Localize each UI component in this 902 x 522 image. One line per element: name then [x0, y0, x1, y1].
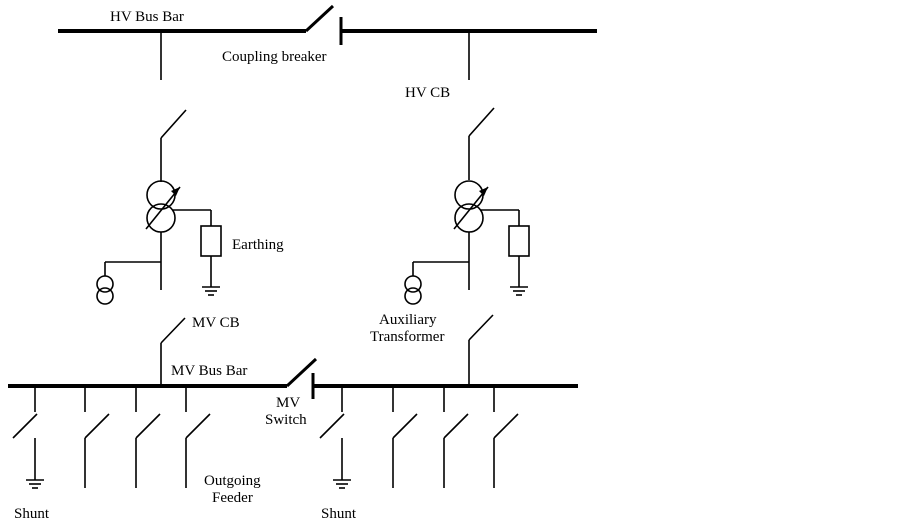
right-bay — [404, 31, 530, 386]
right-outgoing-feeder-2 — [443, 386, 469, 488]
coupling-breaker — [304, 4, 343, 45]
right-hv-cb — [468, 107, 495, 137]
left-power-transformer — [145, 180, 181, 233]
label-feeder: Feeder — [212, 490, 253, 506]
left-hv-cb — [160, 109, 187, 139]
left-earthing — [172, 209, 222, 296]
right-mv-cb — [468, 314, 494, 341]
label-mv: MV — [276, 395, 300, 411]
left-outgoing-feeder-1 — [84, 386, 110, 488]
right-shunt-feeder — [319, 386, 351, 489]
left-mv-cb — [160, 317, 186, 344]
right-outgoing-feeder-3 — [493, 386, 519, 488]
label-coupling-breaker: Coupling breaker — [222, 49, 327, 65]
label-shunt-left: Shunt — [14, 506, 50, 522]
right-outgoing-feeder-1 — [392, 386, 418, 488]
left-auxiliary-transformer — [96, 261, 161, 305]
left-outgoing-feeder-3 — [185, 386, 211, 488]
right-feeders — [319, 386, 519, 489]
label-shunt-right: Shunt — [321, 506, 357, 522]
left-bay — [96, 31, 222, 386]
label-transformer: Transformer — [370, 329, 444, 345]
label-mv-bus-bar: MV Bus Bar — [171, 363, 247, 379]
left-feeders — [12, 386, 211, 489]
label-hv-bus-bar: HV Bus Bar — [110, 9, 184, 25]
label-mv-cb: MV CB — [192, 315, 240, 331]
label-earthing: Earthing — [232, 237, 284, 253]
mv-switch — [285, 357, 318, 399]
left-shunt-feeder — [12, 386, 44, 489]
label-hv-cb: HV CB — [405, 85, 450, 101]
label-switch: Switch — [265, 412, 307, 428]
left-outgoing-feeder-2 — [135, 386, 161, 488]
label-auxiliary: Auxiliary — [379, 312, 437, 328]
right-auxiliary-transformer — [404, 261, 469, 305]
right-earthing — [480, 209, 530, 296]
right-power-transformer — [453, 180, 489, 233]
label-outgoing: Outgoing — [204, 473, 261, 489]
